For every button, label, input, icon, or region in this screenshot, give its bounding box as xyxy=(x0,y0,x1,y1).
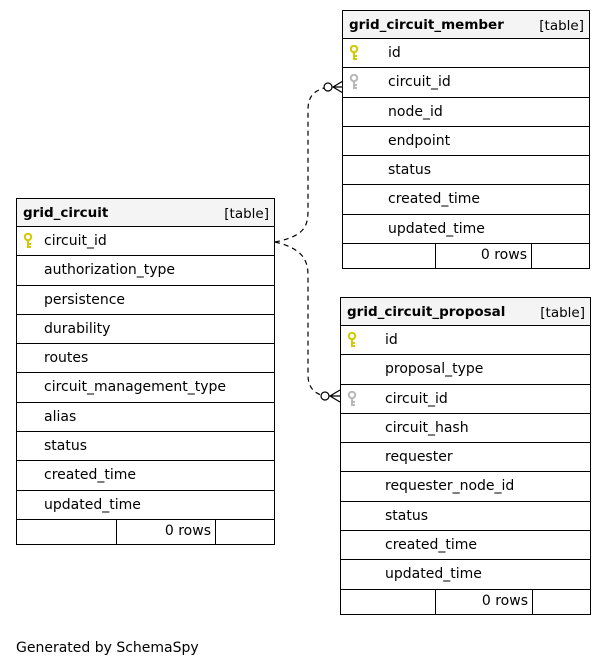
footer-cell: 0 rows xyxy=(117,519,216,544)
column-row: alias xyxy=(17,403,274,433)
column-row: persistence xyxy=(17,286,274,315)
column-name: authorization_type xyxy=(44,262,176,279)
column-name: updated_time xyxy=(44,496,141,513)
column-row: updated_time xyxy=(17,491,274,520)
column-row: circuit_id xyxy=(341,385,590,414)
column-row: updated_time xyxy=(341,560,590,590)
table-name: grid_circuit_proposal xyxy=(347,304,506,320)
column-name: requester_node_id xyxy=(385,478,515,495)
column-name: routes xyxy=(44,350,89,367)
column-row: circuit_hash xyxy=(341,414,590,444)
column-row: id xyxy=(343,39,589,69)
column-row: created_time xyxy=(341,531,590,561)
column-name: circuit_id xyxy=(44,233,107,249)
column-row: id xyxy=(341,326,590,356)
crowfoot-member xyxy=(331,80,344,94)
column-name: circuit_management_type xyxy=(44,379,227,396)
primary-key-icon xyxy=(347,331,359,349)
table-footer: 0 rows xyxy=(341,589,590,614)
table-grid-circuit: grid_circuit [table] circuit_id authorizati… xyxy=(16,198,275,545)
column-row: circuit_id xyxy=(17,227,274,257)
column-row: updated_time xyxy=(343,215,589,245)
foreign-key-icon xyxy=(349,74,361,91)
relationship-endpoint-member xyxy=(323,82,333,92)
column-row: circuit_id xyxy=(343,68,589,98)
column-row: authorization_type xyxy=(17,256,274,286)
column-row: circuit_management_type xyxy=(17,373,274,403)
column-row: routes xyxy=(17,344,274,374)
table-grid-circuit-proposal: grid_circuit_proposal [table] id proposal_t… xyxy=(340,297,591,615)
row-count: 0 rows xyxy=(481,592,528,609)
column-row: created_time xyxy=(17,461,274,491)
column-name: status xyxy=(44,438,88,455)
column-name: endpoint xyxy=(388,132,451,149)
column-name: updated_time xyxy=(385,566,482,583)
grid-circuit-member-header: grid_circuit_member [table] xyxy=(343,11,589,39)
column-row: durability xyxy=(17,315,274,345)
column-name: requester xyxy=(385,449,453,466)
column-row: proposal_type xyxy=(341,355,590,385)
grid-circuit-proposal-header: grid_circuit_proposal [table] xyxy=(341,298,590,326)
footer-cell: 0 rows xyxy=(436,244,532,269)
column-row: node_id xyxy=(343,98,589,127)
column-row: requester_node_id xyxy=(341,472,590,502)
column-name: alias xyxy=(44,408,77,425)
relationship-line-proposal xyxy=(274,241,326,397)
table-type-label: [table] xyxy=(540,305,585,321)
column-name: updated_time xyxy=(388,220,485,237)
footer-cell xyxy=(532,244,589,268)
table-footer: 0 rows xyxy=(17,519,274,544)
column-row: status xyxy=(343,156,589,186)
footer-cell xyxy=(341,589,436,614)
column-name: persistence xyxy=(44,291,126,308)
footer-cell xyxy=(17,519,117,544)
column-name: circuit_id xyxy=(388,74,451,91)
column-name: circuit_id xyxy=(385,390,448,407)
column-row: created_time xyxy=(343,185,589,215)
column-row: status xyxy=(17,432,274,462)
row-count: 0 rows xyxy=(480,247,527,264)
column-name: circuit_hash xyxy=(385,419,469,436)
crowfoot-proposal xyxy=(328,389,341,403)
column-name: status xyxy=(385,507,429,524)
column-name: durability xyxy=(44,320,111,337)
table-footer: 0 rows xyxy=(343,244,589,269)
column-row: status xyxy=(341,502,590,532)
footer-cell xyxy=(533,590,590,614)
primary-key-icon xyxy=(349,44,361,62)
column-name: status xyxy=(388,162,432,179)
column-row: endpoint xyxy=(343,127,589,157)
column-name: id xyxy=(385,332,398,348)
column-name: proposal_type xyxy=(385,361,484,378)
table-type-label: [table] xyxy=(539,18,584,34)
foreign-key-icon xyxy=(347,390,359,408)
column-name: created_time xyxy=(385,537,477,554)
column-name: created_time xyxy=(388,191,480,208)
primary-key-icon xyxy=(23,232,35,250)
column-name: created_time xyxy=(44,467,136,484)
footer-cell xyxy=(343,244,436,269)
row-count: 0 rows xyxy=(164,522,211,539)
footer-cell: 0 rows xyxy=(436,589,533,614)
relationship-line-member xyxy=(274,86,329,243)
table-type-label: [table] xyxy=(224,206,269,222)
generated-by-label: Generated by SchemaSpy xyxy=(16,640,199,656)
table-name: grid_circuit_member xyxy=(349,17,504,33)
relationship-endpoint-proposal xyxy=(320,391,330,401)
grid-circuit-header: grid_circuit [table] xyxy=(17,199,274,227)
column-name: node_id xyxy=(388,103,443,120)
table-name: grid_circuit xyxy=(23,205,109,221)
footer-cell xyxy=(216,520,274,544)
column-row: requester xyxy=(341,443,590,473)
column-name: id xyxy=(388,45,401,61)
